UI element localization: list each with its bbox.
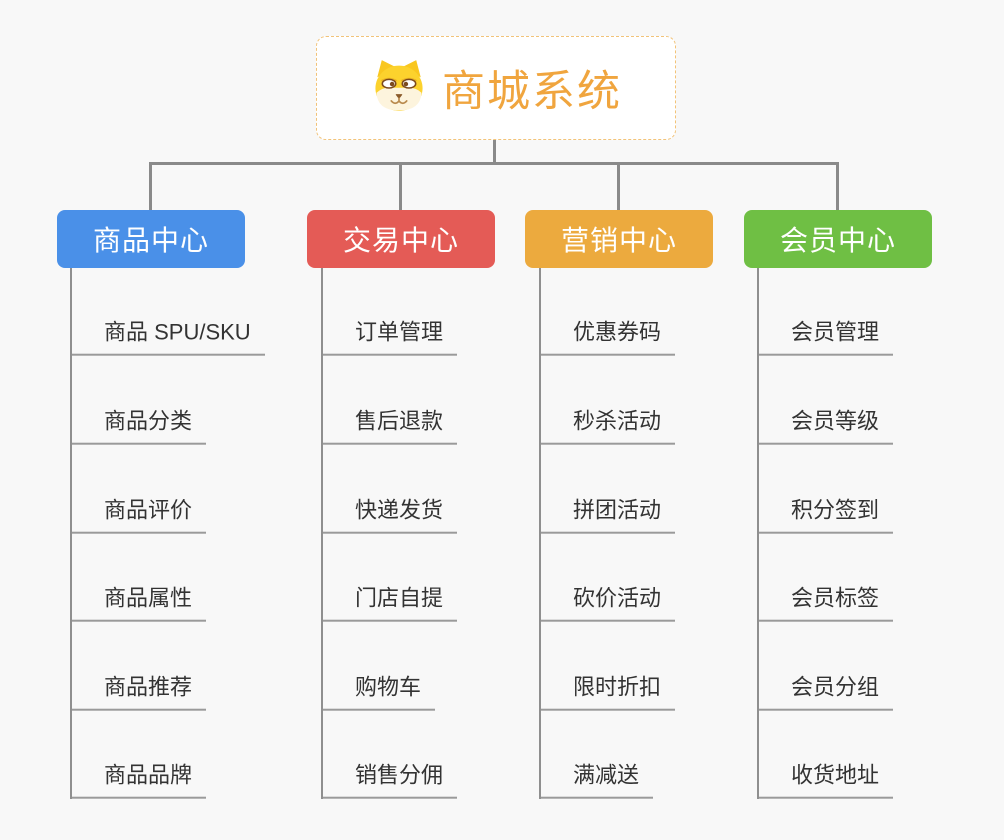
leaf-node[interactable]: 优惠券码 [541, 320, 676, 356]
leaf-node[interactable]: 快递发货 [323, 498, 458, 534]
root-node[interactable]: 商城系统 [316, 36, 676, 140]
leaf-node[interactable]: 售后退款 [323, 409, 458, 445]
leaf-node[interactable]: 砍价活动 [541, 586, 676, 622]
branch-list-member-center: 会员管理 会员等级 积分签到 会员标签 会员分组 收货地址 [757, 268, 894, 799]
root-title: 商城系统 [442, 68, 622, 116]
leaf-node[interactable]: 商品属性 [72, 586, 207, 622]
shiba-dog-icon [370, 58, 428, 118]
leaf-node[interactable]: 商品分类 [72, 409, 207, 445]
leaf-node[interactable]: 会员分组 [759, 675, 894, 711]
leaf-node[interactable]: 积分签到 [759, 498, 894, 534]
connector-drop-members [836, 162, 839, 210]
leaf-node[interactable]: 会员管理 [759, 320, 894, 356]
leaf-node[interactable]: 商品 SPU/SKU [72, 320, 265, 356]
leaf-node[interactable]: 会员标签 [759, 586, 894, 622]
branch-box-marketing-center[interactable]: 营销中心 [525, 210, 713, 268]
leaf-node[interactable]: 销售分佣 [323, 763, 458, 799]
leaf-node[interactable]: 订单管理 [323, 320, 458, 356]
connector-drop-products [149, 162, 152, 210]
leaf-node[interactable]: 拼团活动 [541, 498, 676, 534]
leaf-node[interactable]: 限时折扣 [541, 675, 676, 711]
branch-box-product-center[interactable]: 商品中心 [57, 210, 245, 268]
connector-horizontal-bar [149, 162, 839, 165]
leaf-node[interactable]: 满减送 [541, 763, 654, 799]
leaf-node[interactable]: 门店自提 [323, 586, 458, 622]
connector-trunk [493, 140, 496, 165]
leaf-node[interactable]: 商品评价 [72, 498, 207, 534]
leaf-node[interactable]: 商品品牌 [72, 763, 207, 799]
branch-box-trade-center[interactable]: 交易中心 [307, 210, 495, 268]
leaf-node[interactable]: 秒杀活动 [541, 409, 676, 445]
branch-list-marketing-center: 优惠券码 秒杀活动 拼团活动 砍价活动 限时折扣 满减送 [539, 268, 676, 799]
leaf-node[interactable]: 会员等级 [759, 409, 894, 445]
branch-box-member-center[interactable]: 会员中心 [744, 210, 932, 268]
leaf-node[interactable]: 商品推荐 [72, 675, 207, 711]
connector-drop-trade [399, 162, 402, 210]
leaf-node[interactable]: 收货地址 [759, 763, 894, 799]
leaf-node[interactable]: 购物车 [323, 675, 436, 711]
connector-drop-marketing [617, 162, 620, 210]
branch-list-trade-center: 订单管理 售后退款 快递发货 门店自提 购物车 销售分佣 [321, 268, 458, 799]
branch-list-product-center: 商品 SPU/SKU 商品分类 商品评价 商品属性 商品推荐 商品品牌 [70, 268, 265, 799]
